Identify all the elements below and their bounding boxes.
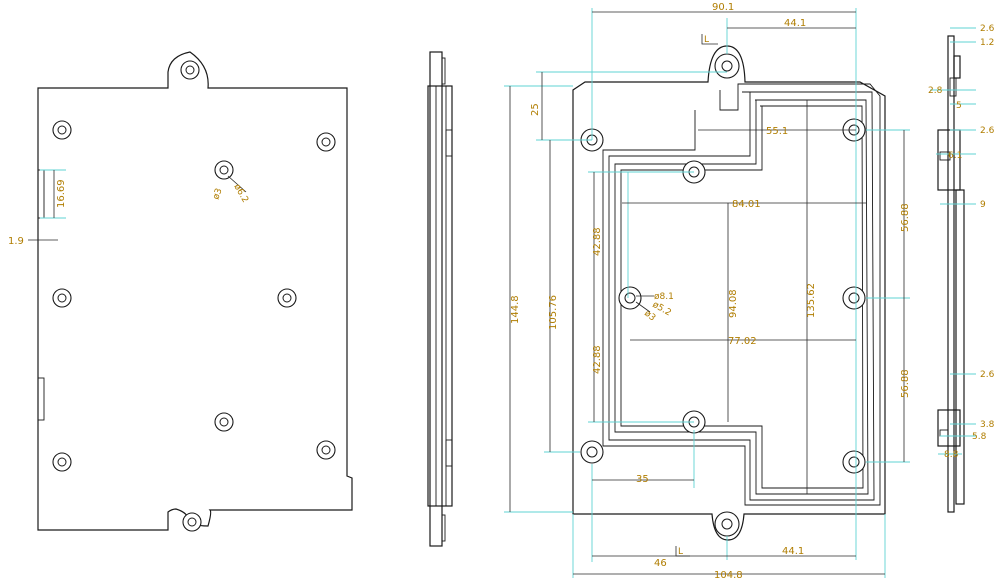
dim-bottom-right: 44.1 — [782, 546, 804, 557]
front-section-markers: L L — [675, 34, 718, 557]
dim-bottom-overall: 104.8 — [714, 570, 743, 580]
back-holes — [52, 60, 336, 532]
side-view: 2.6 1.2 2.8 5 2.6 6.1 9 2.6 3.8 5.8 8.8 — [928, 24, 995, 513]
back-slot-bottom — [37, 377, 45, 421]
dim-bottom-left-inner: 35 — [636, 474, 649, 485]
dim-hole-d1: ø8.1 — [654, 292, 674, 302]
dim-overall-height: 144.8 — [510, 295, 521, 324]
side-dim-t11: 8.8 — [944, 450, 959, 460]
back-slot-top — [37, 169, 45, 219]
dim-top-overall: 90.1 — [712, 2, 734, 13]
side-dimension-lines — [930, 27, 976, 455]
side-dim-t6: 6.1 — [948, 151, 962, 161]
dim-inner-height-right: 135.62 — [806, 283, 817, 318]
back-dim-hole-d2: ø6.2 — [231, 183, 250, 205]
front-marker-top: L — [704, 35, 709, 45]
dim-left-v-lower: 42.88 — [592, 345, 603, 374]
side-dim-t7: 9 — [980, 200, 986, 210]
dim-top-right: 44.1 — [784, 18, 806, 29]
side-dim-t2: 1.2 — [980, 38, 994, 48]
dim-left-v-mid: 105.76 — [548, 295, 559, 330]
front-holes — [580, 53, 866, 537]
back-dim-hole-d1: ø3 — [211, 187, 224, 201]
back-dim-slot-height: 16.69 — [56, 179, 67, 208]
dim-left-v-upper: 42.88 — [592, 227, 603, 256]
side-dim-t10: 5.8 — [972, 432, 987, 442]
side-dim-t5: 2.6 — [980, 126, 995, 136]
dim-right-v-lower: 56.88 — [900, 369, 911, 398]
dim-tab-offset: 25 — [530, 103, 541, 116]
back-plate-outline — [37, 51, 353, 531]
front-plate-outline — [572, 45, 886, 541]
side-dim-t1: 2.6 — [980, 24, 995, 34]
front-view: L L 90.1 44.1 25 55.1 84.01 42.88 105.76… — [504, 2, 911, 580]
front-marker-bottom: L — [678, 547, 683, 557]
side-dim-t8: 2.6 — [980, 370, 995, 380]
front-rib-mid — [608, 91, 875, 501]
dim-inner-height: 94.08 — [728, 289, 739, 318]
dim-inner-width: 84.01 — [732, 199, 761, 210]
dim-right-v-upper: 56.88 — [900, 203, 911, 232]
dim-bottom-left: 46 — [654, 558, 667, 569]
front-rib-outer — [602, 83, 881, 506]
side-dim-t9: 3.8 — [980, 420, 995, 430]
front-dimension-lines — [509, 11, 905, 575]
back-view: 16.69 1.9 ø3 ø6.2 — [8, 51, 353, 532]
side-dim-t3: 2.8 — [928, 86, 943, 96]
front-extension-lines — [504, 8, 910, 578]
front-rib-inner — [614, 99, 869, 495]
dim-inner-width-top: 55.1 — [766, 126, 788, 137]
dim-inner-width-low: 77.02 — [728, 336, 757, 347]
back-dim-slot-offset: 1.9 — [8, 236, 24, 247]
edge-view — [427, 51, 453, 547]
side-dim-t4: 5 — [956, 101, 962, 111]
